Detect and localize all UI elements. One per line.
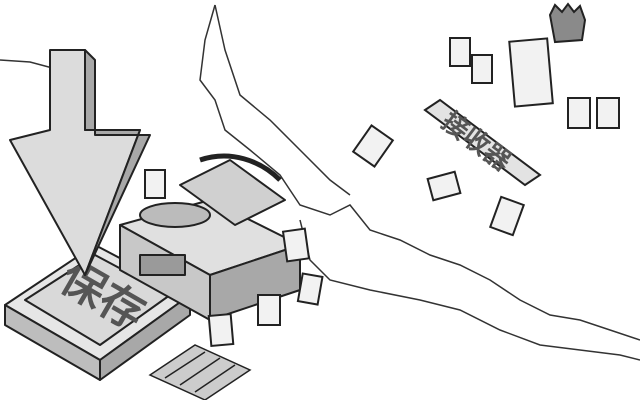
chasm-cliff [0,4,640,361]
down-arrow-icon [9,49,151,276]
receiver-sign [423,98,542,187]
machine [119,153,301,321]
stairs [148,344,252,400]
receiver-label: 接收器 [436,107,517,179]
document-characters [144,37,620,347]
glove-icon [548,2,587,44]
